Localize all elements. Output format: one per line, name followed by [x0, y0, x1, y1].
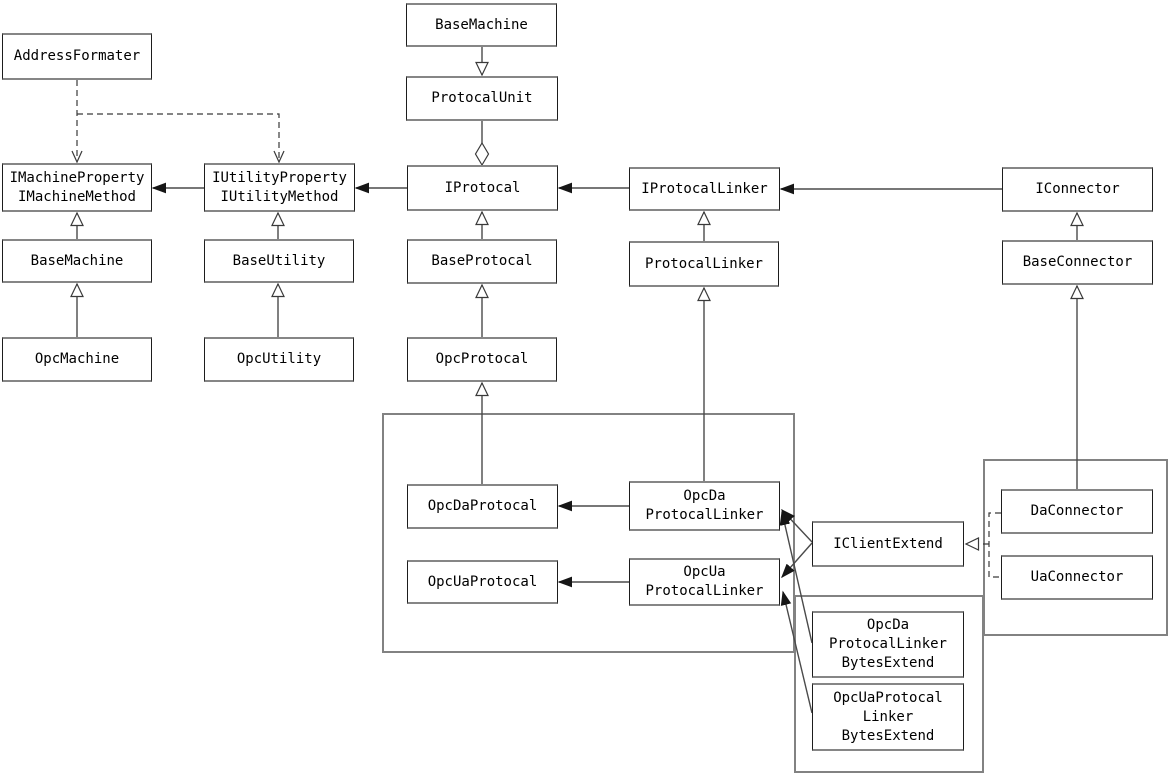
class-box-opc-machine: OpcMachine: [2, 337, 152, 382]
class-box-opc-ua-protocal-linker-bytes-extend: OpcUaProtocal Linker BytesExtend: [812, 683, 964, 751]
class-box-base-protocal: BaseProtocal: [407, 239, 557, 284]
association-arrows: [153, 188, 1002, 714]
class-box-iprotocal-linker: IProtocalLinker: [629, 167, 780, 211]
class-box-base-utility: BaseUtility: [204, 239, 354, 283]
class-box-opc-utility: OpcUtility: [204, 337, 354, 382]
class-box-opc-ua-protocal-linker: OpcUa ProtocalLinker: [629, 558, 780, 606]
class-box-iutility-property-method: IUtilityProperty IUtilityMethod: [204, 163, 355, 212]
class-box-iprotocal: IProtocal: [407, 165, 558, 211]
class-box-iconnector: IConnector: [1002, 167, 1153, 212]
realization-dashed-arrows: [964, 512, 1001, 578]
group-box-bytes-extend-family: [794, 595, 984, 773]
inheritance-arrows: [70, 47, 1084, 489]
class-box-imachine-property-method: IMachineProperty IMachineMethod: [2, 163, 152, 212]
class-box-opc-ua-protocal: OpcUaProtocal: [407, 560, 558, 604]
class-box-protocal-unit: ProtocalUnit: [406, 76, 558, 121]
class-box-opc-protocal: OpcProtocal: [407, 337, 557, 382]
class-box-address-formater: AddressFormater: [2, 33, 152, 80]
class-box-opc-da-protocal-linker-bytes-extend: OpcDa ProtocalLinker BytesExtend: [812, 611, 964, 678]
class-box-da-connector: DaConnector: [1001, 489, 1153, 534]
class-box-opc-da-protocal: OpcDaProtocal: [407, 484, 558, 529]
class-box-protocal-linker: ProtocalLinker: [629, 241, 779, 287]
class-box-opc-da-protocal-linker: OpcDa ProtocalLinker: [629, 481, 780, 531]
class-box-base-machine: BaseMachine: [2, 239, 152, 283]
group-box-opc-protocal-family: [382, 413, 795, 653]
class-box-base-machine-top: BaseMachine: [406, 3, 557, 47]
aggregation-diamond: [474, 121, 490, 167]
class-box-iclient-extend: IClientExtend: [812, 521, 964, 567]
class-box-base-connector: BaseConnector: [1002, 240, 1153, 285]
dependency-dashed-arrows: [71, 80, 285, 164]
class-box-ua-connector: UaConnector: [1001, 555, 1153, 600]
group-box-connector-family: [983, 459, 1168, 636]
